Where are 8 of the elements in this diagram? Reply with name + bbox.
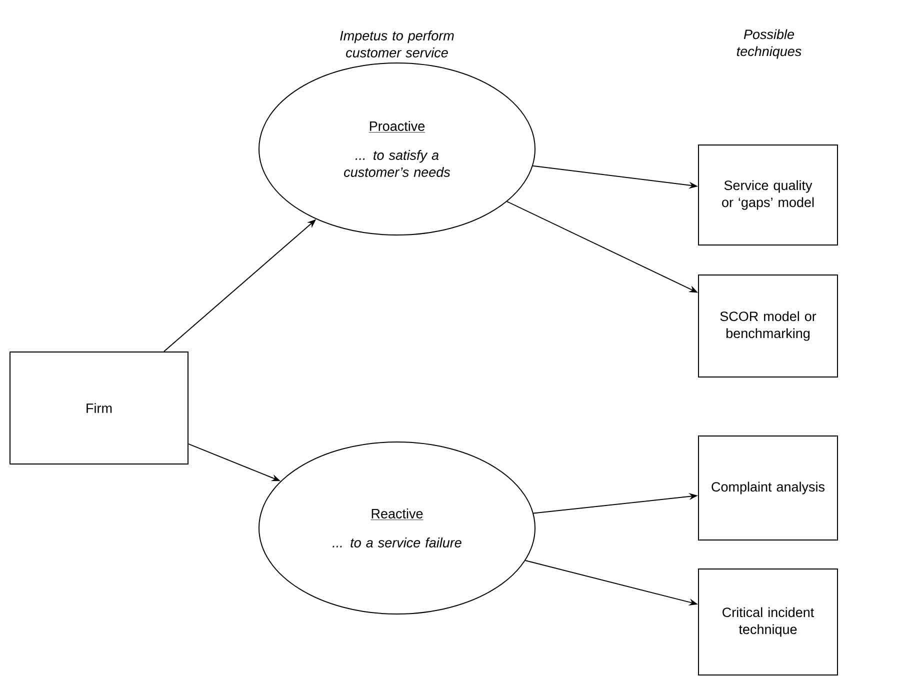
process-box: Service quality or ‘gaps’ model [698, 144, 838, 246]
process-box: Firm [10, 352, 188, 464]
process-box: SCOR model or benchmarking [698, 274, 838, 378]
process-box: Complaint analysis [698, 436, 838, 540]
ellipse-node: Proactive ... to satisfy a customer’s needs [258, 62, 536, 236]
ellipse-node: Reactive ... to a service failure [258, 442, 536, 614]
process-box: Critical incident technique [698, 568, 838, 676]
column-heading: Possible techniques [736, 29, 802, 59]
